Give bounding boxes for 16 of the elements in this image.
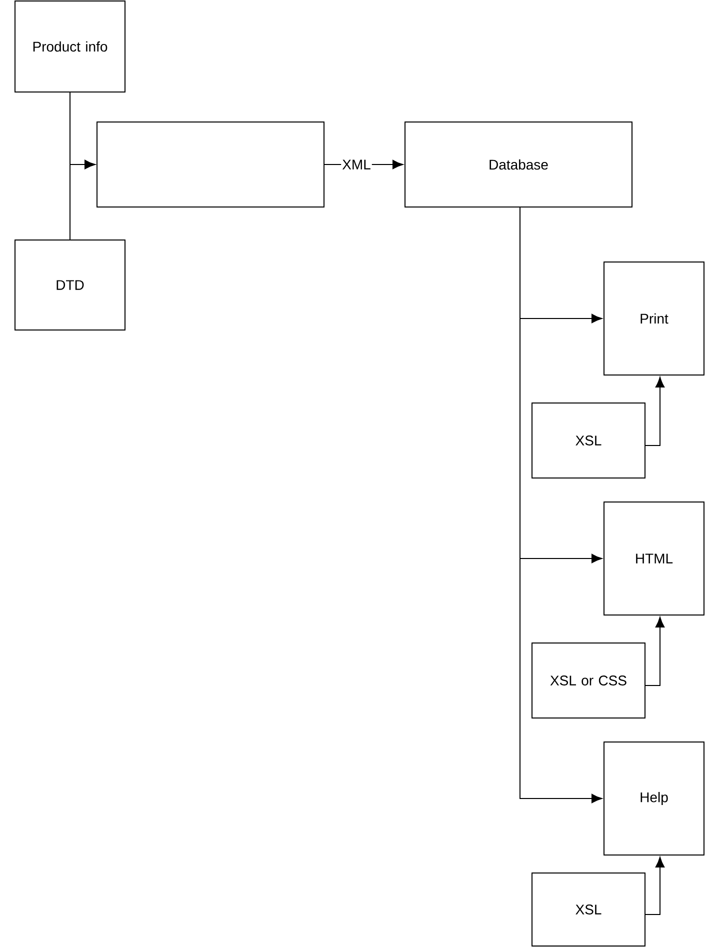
arrow	[645, 856, 665, 915]
process-box: Database	[404, 122, 632, 208]
process-box: XSL	[532, 872, 646, 946]
arrow	[645, 616, 665, 686]
arrow	[70, 160, 96, 240]
empty-box	[96, 122, 324, 208]
arrow	[520, 207, 602, 804]
process-box: Product info	[14, 0, 126, 92]
arrow	[645, 376, 665, 446]
process-box: XSL or CSS	[532, 642, 646, 718]
process-box: HTML	[604, 502, 704, 616]
process-box: Help	[604, 742, 704, 856]
process-box: DTD	[14, 240, 126, 330]
edge-label: XML	[341, 158, 372, 170]
process-box: Print	[604, 262, 704, 376]
process-box: XSL	[532, 402, 646, 478]
